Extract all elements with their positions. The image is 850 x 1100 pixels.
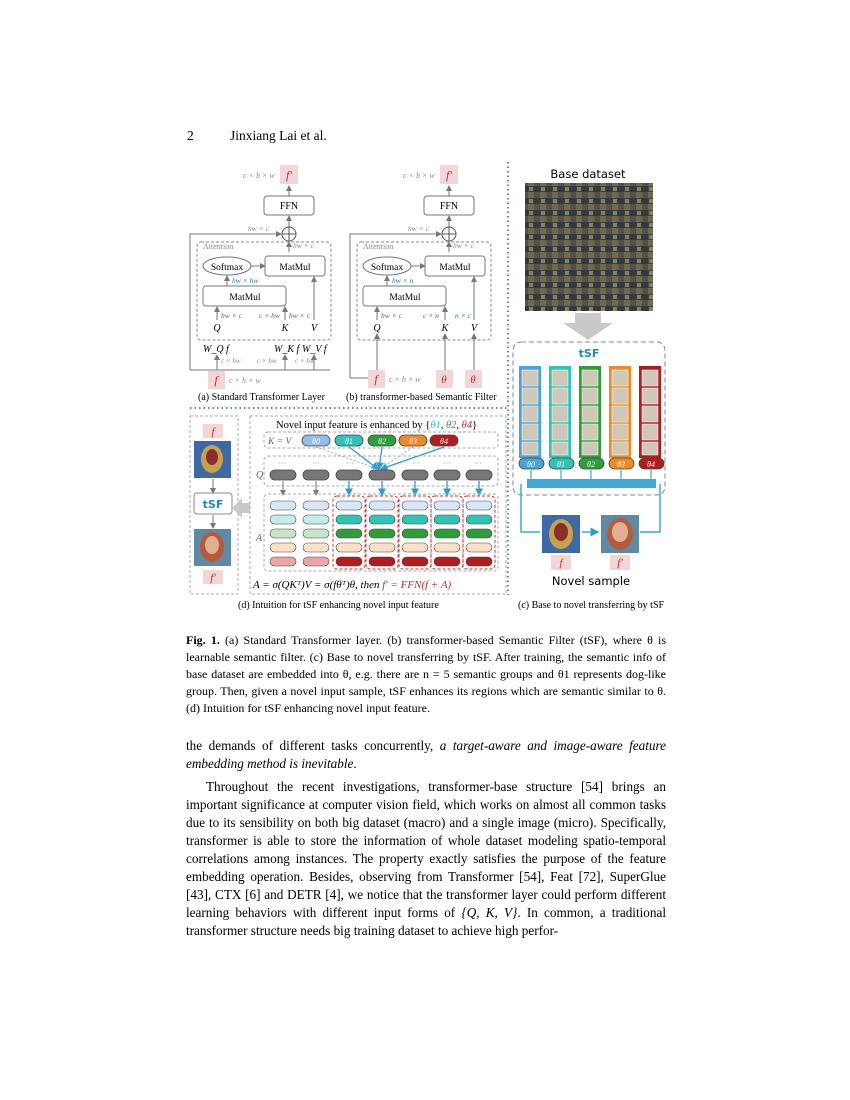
b-k: K (441, 323, 450, 334)
a-matmul-bottom: MatMul (229, 293, 261, 303)
b-out-var: f′ (446, 168, 452, 182)
emphasis: a target-aware and image-aware feature e… (186, 738, 666, 771)
c-tsf: tSF (579, 347, 600, 360)
panel-a: c × h × w f′ FFN hw × c hw × c Attention… (189, 165, 332, 403)
caption-a: (a) Standard Transformer Layer (198, 392, 326, 403)
svg-text:···: ··· (378, 459, 386, 468)
page-number: 2 (187, 128, 194, 143)
b-matmul-top: MatMul (439, 263, 471, 273)
b-out-dim: c × h × w (403, 171, 435, 180)
b-in-dim: c × h × w (389, 375, 421, 384)
b-v: V (471, 323, 479, 334)
d-theta-3: θ3 (409, 437, 417, 446)
a-wv: W_V f (302, 344, 328, 355)
c-theta-4: θ4 (647, 460, 655, 469)
b-attention: Attention (363, 242, 393, 251)
c-novel: Novel sample (552, 574, 630, 588)
a-dim-q: hw × c (221, 311, 243, 320)
paragraph-1: the demands of different tasks concurren… (186, 738, 666, 771)
c-theta-1: θ1 (557, 460, 565, 469)
paragraph-2: Throughout the recent investigations, tr… (186, 779, 666, 938)
d-heading: Novel input feature is enhanced by {θ1, … (276, 420, 477, 431)
c-f: f (559, 557, 564, 569)
d-tsf: tSF (203, 498, 224, 511)
c-theta-3: θ3 (617, 460, 625, 469)
a-attention: Attention (203, 242, 233, 251)
a-matmul-top: MatMul (279, 263, 311, 273)
a-v: V (311, 323, 319, 334)
a-hwhw: hw × hw (232, 276, 258, 285)
a-dim-in2: c × hw (257, 357, 277, 365)
figure-caption: Fig. 1. (a) Standard Transformer layer. … (186, 632, 666, 717)
d-theta-4: θ4 (440, 437, 448, 446)
down-arrow-icon (563, 313, 613, 340)
svg-text:···: ··· (312, 459, 320, 468)
b-theta-2: θ (470, 374, 476, 386)
a-wk: W_K f (274, 344, 301, 355)
a-dim-in1: c × hw (221, 357, 241, 365)
svg-text:···: ··· (412, 459, 420, 468)
b-dim-v: n × c (455, 311, 472, 320)
d-formula: A = σ(QKᵀ)V = σ(fθᵀ)θ, then f′ = FFN(f +… (252, 579, 452, 591)
b-ffn: FFN (440, 201, 458, 212)
a-wq: W_Q f (203, 344, 230, 355)
c-theta-0: θ0 (527, 460, 535, 469)
svg-text:···: ··· (474, 459, 482, 468)
d-kv: K = V (267, 437, 292, 447)
d-a: A (255, 533, 263, 544)
a-hwc-right: hw × c (293, 241, 315, 250)
d-f: f (211, 426, 216, 438)
b-in-var: f (374, 372, 379, 386)
b-dim-k: c × n (423, 311, 439, 320)
a-dim-v: hw × c (289, 311, 311, 320)
svg-text:···: ··· (278, 459, 286, 468)
panel-d: f tSF f′ Novel input feature is enhanced… (189, 415, 507, 611)
caption-d: (d) Intuition for tSF enhancing novel in… (238, 600, 439, 611)
svg-text:···: ··· (443, 459, 451, 468)
b-softmax: Softmax (371, 262, 403, 273)
b-theta-1: θ (441, 374, 447, 386)
a-out-dim: c × h × w (243, 171, 275, 180)
b-matmul-bottom: MatMul (389, 293, 421, 303)
a-dim-k: c × hw (259, 311, 280, 320)
c-theta-2: θ2 (587, 460, 595, 469)
c-title: Base dataset (550, 167, 626, 181)
b-hwc-left: hw × c (408, 224, 430, 233)
right-arrow-icon (232, 498, 250, 518)
b-hwc-right: hw × c (453, 241, 475, 250)
d-theta-2: θ2 (378, 437, 386, 446)
d-theta-1: θ1 (345, 437, 353, 446)
figure-1: c × h × w f′ FFN hw × c hw × c Attention… (189, 162, 666, 611)
a-hwc-left: hw × c (248, 224, 270, 233)
b-dim-q: hw × c (381, 311, 403, 320)
running-head: Jinxiang Lai et al. (230, 128, 327, 143)
caption-c: (c) Base to novel transferring by tSF (518, 600, 665, 611)
b-q: Q (373, 323, 381, 334)
d-f-prime: f′ (210, 572, 216, 584)
a-k: K (281, 323, 290, 334)
svg-text:···: ··· (346, 459, 354, 468)
a-q: Q (213, 323, 221, 334)
d-q: Q (256, 470, 264, 481)
a-in-var: f (214, 373, 219, 387)
a-softmax: Softmax (211, 262, 243, 273)
caption-label: Fig. 1. (186, 633, 220, 647)
panel-c: Base dataset tSF θ0 θ1 θ2 θ3 θ4 (512, 167, 666, 611)
math-qkv: {Q, K, V} (461, 905, 518, 920)
base-dataset-mosaic (525, 183, 653, 311)
a-in-dim: c × h × w (229, 376, 261, 385)
a-dim-in3: c × hw (295, 357, 315, 365)
caption-text: (a) Standard Transformer layer. (b) tran… (186, 633, 666, 715)
panel-b: c × h × w f′ FFN hw × c hw × c Attention… (346, 165, 497, 403)
a-out-var: f′ (286, 168, 292, 182)
d-theta-0: θ0 (312, 437, 320, 446)
c-f-prime: f′ (617, 557, 623, 569)
b-hwn: hw × n (392, 276, 414, 285)
a-ffn: FFN (280, 201, 298, 212)
caption-b: (b) transformer-based Semantic Filter (346, 392, 497, 403)
